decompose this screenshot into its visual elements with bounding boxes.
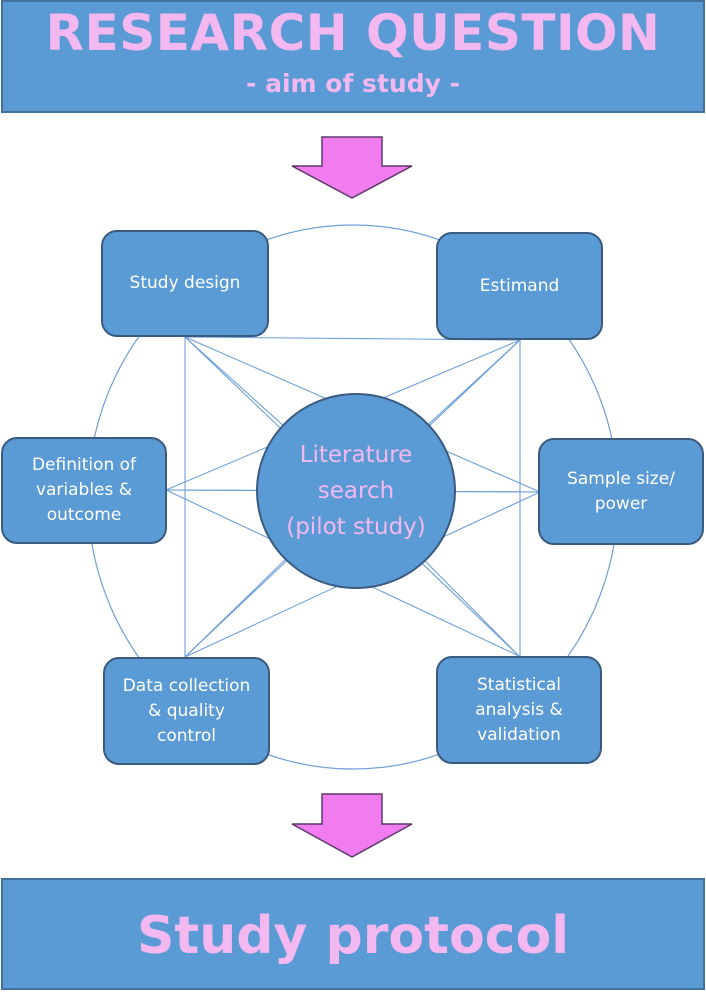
down-arrow-icon [291,793,413,858]
aim-of-study-subtitle: - aim of study - [246,69,460,98]
node-label: Sample size/ power [567,468,675,514]
node-estimand: Estimand [436,232,603,340]
research-question-title: RESEARCH QUESTION [45,4,661,62]
node-label: Data collection & quality control [122,675,251,746]
node-definition-of-variables: Definition of variables & outcome [1,437,167,544]
node-sample-size: Sample size/ power [538,438,704,545]
node-statistical-analysis: Statistical analysis & validation [436,656,602,764]
down-arrow-icon [291,136,413,199]
center-label: Literature search (pilot study) [286,442,426,540]
research-question-banner: RESEARCH QUESTION - aim of study - [1,0,705,113]
node-label: Definition of variables & outcome [31,455,137,525]
study-protocol-title: Study protocol [136,906,570,966]
node-data-collection: Data collection & quality control [103,657,270,765]
node-study-design: Study design [101,230,269,337]
study-protocol-banner: Study protocol [1,878,705,990]
literature-search-circle: Literature search (pilot study) [256,393,456,589]
node-label: Statistical analysis & validation [475,674,563,745]
node-label: Study design [129,273,241,293]
node-label: Estimand [479,275,560,296]
